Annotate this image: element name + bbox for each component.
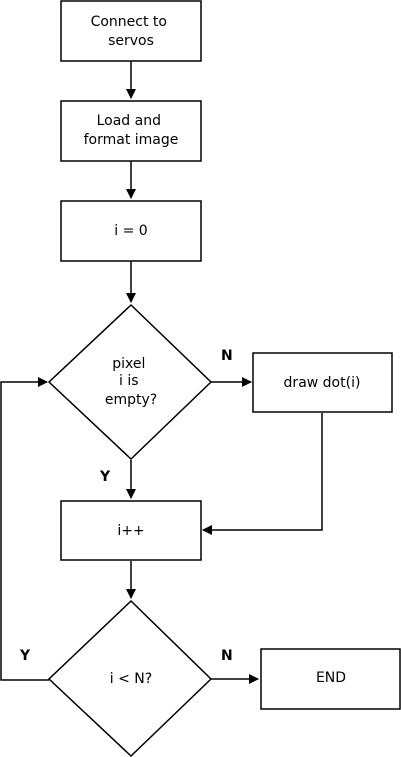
n-check-label: i < N? [110, 671, 152, 687]
edge-loop-yes-to-pixel-check [0, 377, 49, 681]
connect-label-line-2: servos [108, 33, 154, 49]
connect-label-line-1: Connect to [91, 14, 167, 30]
draw-label-line-1: draw dot(i) [284, 375, 361, 391]
pixel-check-decision [47, 303, 213, 461]
pixel-check-label-line-1: pixel [112, 356, 145, 372]
load-label-line-1: Load and [97, 113, 161, 129]
end-label-line-1: END [316, 670, 346, 686]
edge-draw-to-increment [202, 413, 323, 535]
edges [0, 61, 323, 684]
loop-no-label: N [221, 648, 233, 664]
increment-label: i++ [117, 523, 144, 539]
load-label: Load and format image [84, 113, 179, 148]
loop-yes-label: Y [19, 648, 31, 664]
init-node [60, 200, 202, 262]
connect-node [60, 0, 202, 62]
end-node [260, 648, 401, 710]
pixel-check-label-line-3: empty? [105, 392, 157, 408]
load-node [60, 100, 202, 162]
node-labels: Connect to servos Load and format image … [84, 14, 361, 687]
init-label-line-1: i = 0 [114, 223, 147, 239]
increment-node [60, 500, 202, 561]
draw-label: draw dot(i) [284, 375, 361, 391]
nodes [47, 0, 401, 757]
connect-label: Connect to servos [91, 14, 172, 49]
init-label: i = 0 [114, 223, 147, 239]
pixel-check-label: pixel i is empty? [105, 356, 157, 408]
n-check-label-line-1: i < N? [110, 671, 152, 687]
increment-label-line-1: i++ [117, 523, 144, 539]
pixel-check-label-line-2: i is [119, 373, 139, 389]
edge-labels: N Y Y N [19, 348, 233, 664]
pixel-no-label: N [221, 348, 233, 364]
pixel-yes-label: Y [99, 469, 111, 485]
n-check-decision [47, 599, 213, 757]
end-label: END [316, 670, 346, 686]
load-label-line-2: format image [84, 132, 179, 148]
draw-node [252, 352, 393, 413]
